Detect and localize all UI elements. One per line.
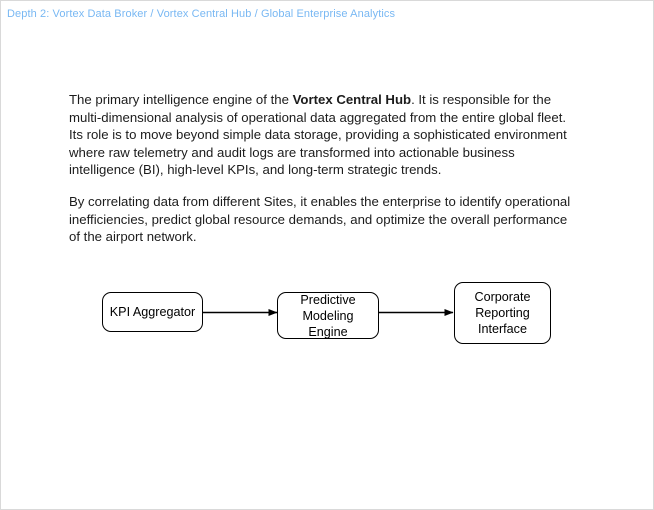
node-predictive-modeling-engine[interactable]: Predictive Modeling Engine <box>277 292 379 339</box>
node-predictive-modeling-engine-label: Predictive Modeling Engine <box>300 292 356 339</box>
node-corporate-reporting-interface-label: Corporate Reporting Interface <box>474 290 531 336</box>
paragraph-1-text-after-bold: . It is responsible for the multi-dimens… <box>69 92 567 178</box>
node-kpi-aggregator[interactable]: KPI Aggregator <box>102 292 203 332</box>
breadcrumb[interactable]: Depth 2: Vortex Data Broker / Vortex Cen… <box>7 8 396 20</box>
node-corporate-reporting-interface[interactable]: Corporate Reporting Interface <box>454 282 551 344</box>
node-kpi-aggregator-label: KPI Aggregator <box>109 305 196 319</box>
article-body: The primary intelligence engine of the V… <box>69 91 573 246</box>
paragraph-1-bold-term: Vortex Central Hub <box>292 92 412 107</box>
paragraph-correlating-data: By correlating data from different Sites… <box>69 193 571 245</box>
paragraph-primary-engine: The primary intelligence engine of the V… <box>69 91 573 179</box>
paragraph-1-text-before-bold: The primary intelligence engine of the <box>69 92 293 107</box>
